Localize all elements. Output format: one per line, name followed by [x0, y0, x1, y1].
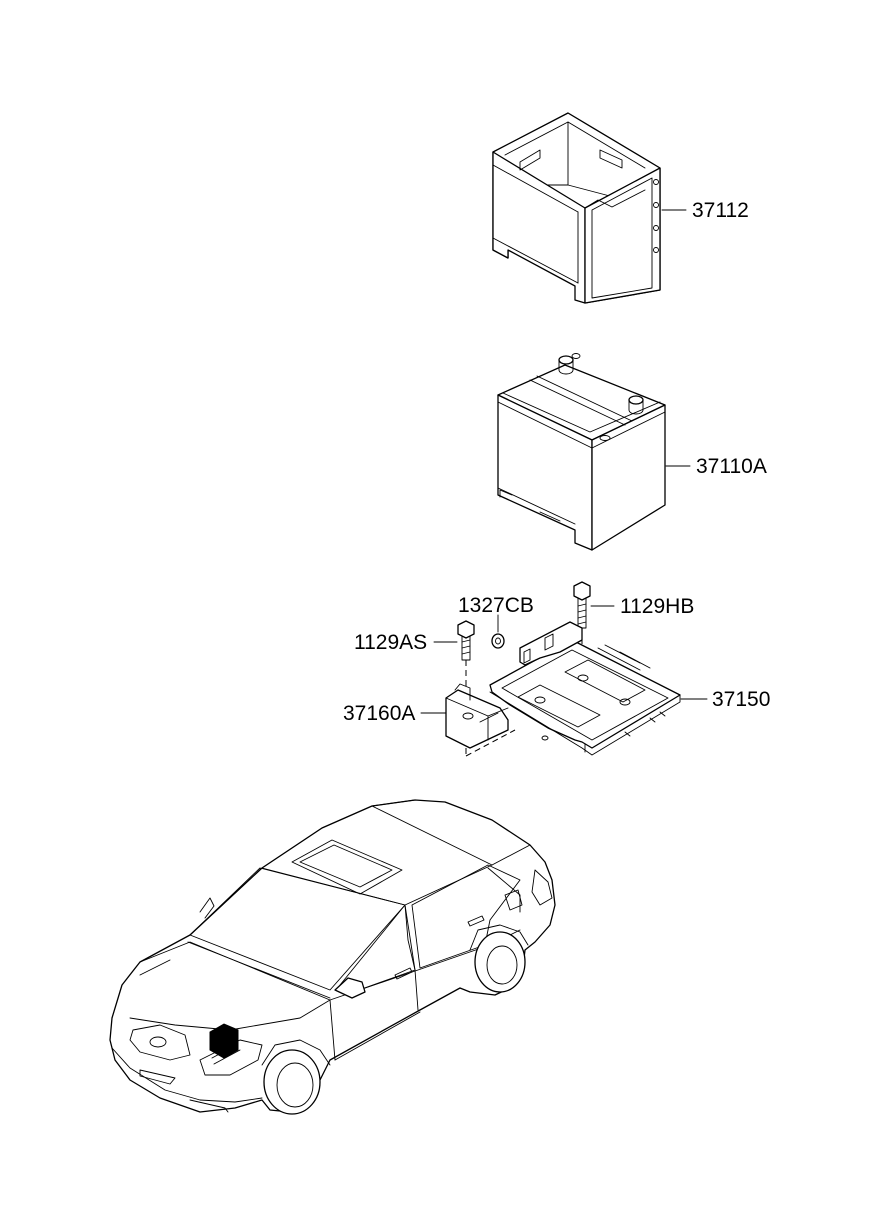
battery [497, 353, 691, 551]
battery-insulation-pad [492, 112, 687, 304]
callout-37110A: 37110A [696, 455, 767, 478]
bolt-1129AS [433, 620, 475, 690]
battery-location-marker-icon [209, 1023, 239, 1059]
nut-1327CB [491, 614, 505, 649]
vehicle-location-illustration [109, 799, 556, 1115]
bracket-37160A [420, 683, 516, 757]
callout-37160A: 37160A [343, 702, 415, 725]
callout-1327CB: 1327CB [458, 594, 534, 617]
callout-37112: 37112 [692, 199, 749, 222]
callout-37150: 37150 [712, 688, 770, 711]
callout-1129HB: 1129HB [620, 595, 694, 618]
callout-1129AS: 1129AS [354, 631, 427, 654]
battery-tray-37150 [489, 621, 708, 756]
